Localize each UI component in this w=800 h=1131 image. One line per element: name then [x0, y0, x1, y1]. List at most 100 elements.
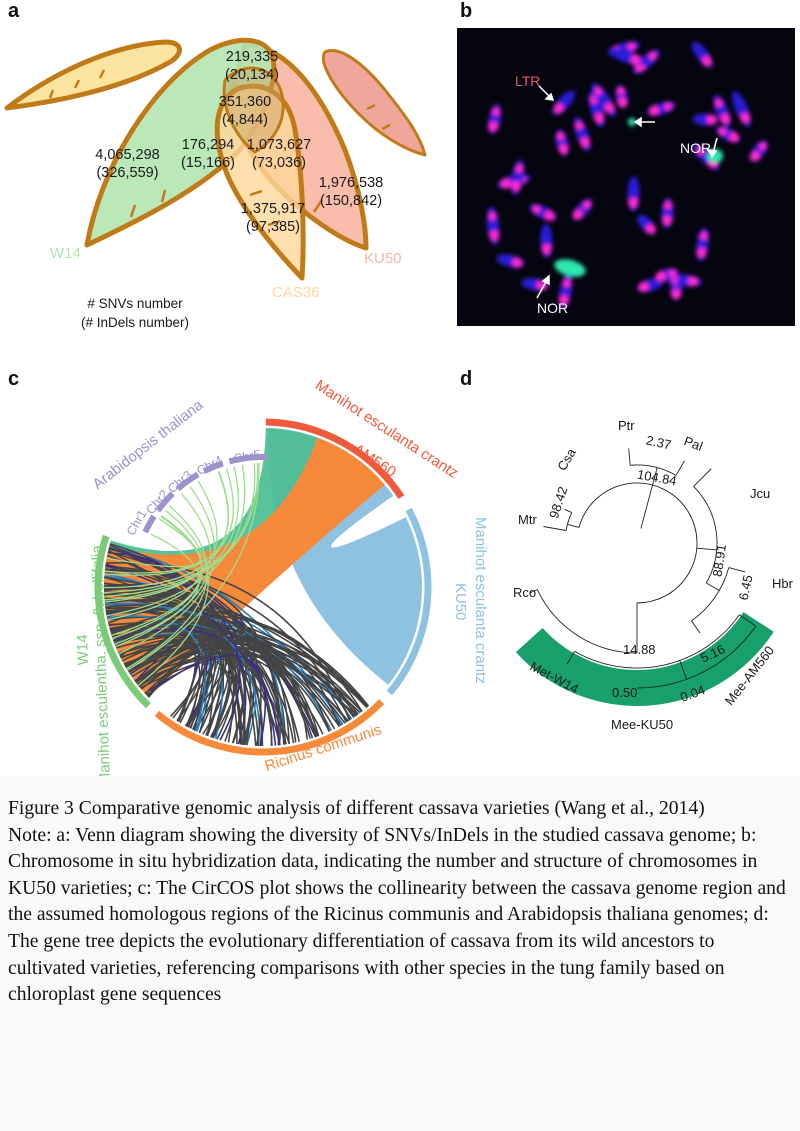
leaf-small-right [322, 49, 427, 157]
chromosome [496, 254, 525, 268]
ideogram-arabidopsis-chr1 [142, 514, 157, 534]
cultivated-clade-highlight [515, 612, 774, 706]
link-w14-ricinus [128, 640, 369, 707]
taxon-jcu: Jcu [750, 486, 771, 501]
genome-sub-ku50: KU50 [452, 583, 469, 621]
core-overlap [222, 66, 285, 154]
ideogram-arabidopsis-chr2 [155, 491, 175, 513]
link-arabidopsis [106, 518, 202, 568]
link-arabidopsis [137, 509, 209, 686]
chromosome [555, 129, 569, 156]
link-w14-ricinus [105, 564, 247, 745]
leaf-top-left [4, 39, 182, 111]
indel-count: (326,559) [96, 165, 159, 181]
caption-title: Figure 3 Comparative genomic analysis of… [8, 798, 705, 819]
ideogram-arabidopsis-chr3 [175, 471, 200, 492]
tree-branches [529, 448, 757, 689]
nor-signal [628, 118, 636, 126]
fish-micrograph [457, 28, 795, 326]
chromosome [573, 116, 591, 151]
link-arabidopsis [114, 533, 200, 645]
chromosome [749, 140, 768, 162]
legend-snvs: # SNVs number [87, 296, 183, 311]
panel-label-c: c [8, 368, 20, 390]
region-w14-cas36-ku50-outer: 219,335 (20,134) [222, 48, 282, 84]
snv-count: 1,073,627 [246, 137, 312, 153]
ideogram-ku50 [386, 507, 432, 696]
region-cas36-ku50: 1,073,627 (73,036) [244, 136, 314, 172]
region-ku50-only: 1,976,538(150,842) [316, 174, 386, 210]
link-arabidopsis [104, 463, 259, 597]
link-w14-ricinus [130, 629, 333, 731]
link-w14-ricinus [106, 615, 206, 732]
chromosome [529, 204, 557, 221]
chromosome [558, 274, 573, 309]
nor-label-1: NOR [680, 140, 712, 156]
link-w14-ricinus [110, 614, 257, 746]
chromosome [608, 47, 645, 66]
snv-count: 219,335 [225, 49, 279, 65]
legend-indels: (# InDels number) [80, 315, 190, 330]
taxon-hbr: Hbr [772, 576, 793, 591]
snv-count: 351,360 [218, 94, 272, 110]
link-arabidopsis [127, 463, 260, 671]
set-label-cas36: CAS36 [272, 284, 320, 301]
snv-count: 1,976,538 [318, 175, 384, 191]
chromosome [716, 126, 740, 143]
nor-label-2: NOR [537, 300, 569, 316]
panel-label-d: d [460, 368, 473, 390]
snv-count: 4,065,298 [95, 147, 160, 163]
link-arabidopsis [104, 468, 235, 574]
region-core: 351,360 (4,844) [215, 93, 275, 129]
indel-count: (73,036) [251, 155, 306, 171]
ribbon-ku50-w14 [103, 437, 385, 698]
chromosome [488, 104, 502, 134]
region-cas36-only: 1,375,917 (97,385) [238, 200, 308, 236]
node-value-0-50: 0.50 [612, 685, 638, 700]
chromosome [696, 227, 709, 262]
genome-sub-w14: W14 [73, 634, 92, 666]
gene-tree [515, 448, 774, 706]
chromosome [588, 90, 605, 128]
set-w14 [84, 37, 277, 248]
snv-count: 176,294 [181, 137, 235, 153]
chromosome [637, 214, 656, 235]
node-value-14-88: 14.88 [623, 642, 656, 657]
link-arabidopsis [118, 486, 216, 655]
ideogram-w14 [94, 534, 151, 709]
chromosome [655, 268, 679, 282]
link-arabidopsis [106, 464, 246, 617]
region-w14-only: 4,065,298 (326,559) [90, 146, 165, 182]
taxon-ptr: Ptr [618, 418, 635, 433]
ideogram-ricinus [154, 699, 385, 756]
figure-caption: Figure 3 Comparative genomic analysis of… [0, 776, 800, 1131]
ideogram-arabidopsis-chr4 [202, 460, 224, 474]
link-w14-ricinus [144, 652, 204, 724]
venn-legend: # SNVs number (# InDels number) [70, 294, 200, 332]
circos-plot [94, 418, 432, 756]
indel-count: (4,844) [222, 112, 268, 128]
chromosome [552, 90, 575, 115]
indel-count: (20,134) [224, 67, 279, 83]
chromosome [540, 223, 553, 258]
panel-label-b: b [460, 0, 473, 22]
link-arabidopsis [104, 466, 239, 601]
chromosome [510, 159, 525, 195]
taxon-rco: Rco [513, 585, 537, 600]
chromosome [732, 91, 751, 127]
ltr-label: LTR [515, 73, 541, 89]
chromosome [615, 85, 628, 109]
link-arabidopsis [115, 493, 212, 648]
region-w14-cas36: 176,294(15,166) [178, 136, 238, 172]
chromosome [636, 278, 664, 293]
taxon-mee-ku50: Mee-KU50 [611, 717, 674, 732]
chromosome [627, 176, 640, 212]
genome-label-ku50: Manihot esculanta crantz [472, 517, 489, 684]
link-w14-ricinus [108, 547, 206, 729]
snv-count: 1,375,917 [240, 201, 306, 217]
indel-count: (97,385) [245, 219, 300, 235]
chromosome [691, 41, 713, 68]
taxon-mtr: Mtr [518, 512, 537, 527]
chromosome [661, 197, 674, 228]
link-arabidopsis [126, 505, 208, 670]
